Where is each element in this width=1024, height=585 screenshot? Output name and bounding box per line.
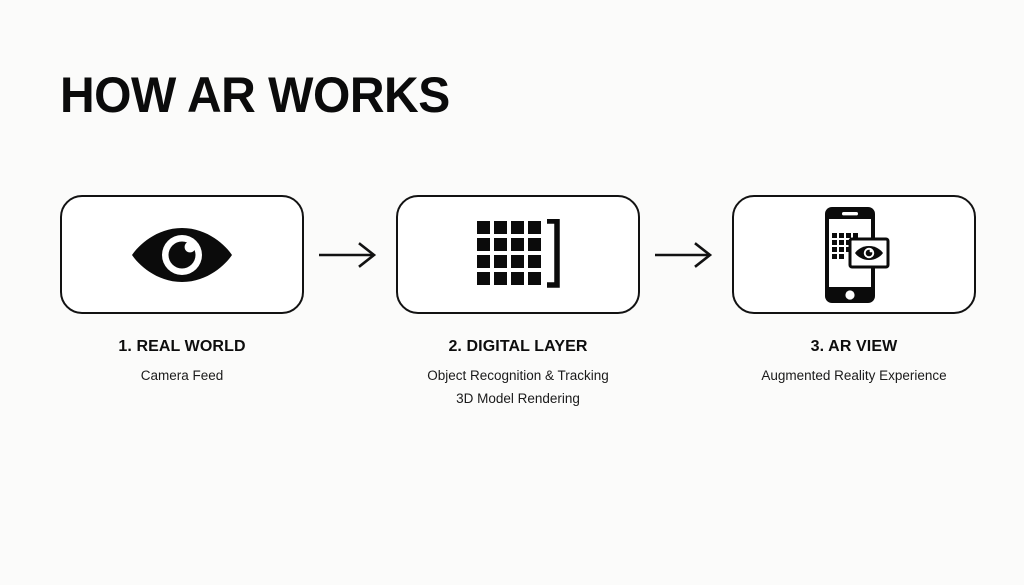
step-caption-3: 3. AR VIEW Augmented Reality Experience [732, 338, 976, 386]
flow-step-real-world: 1. REAL WORLD Camera Feed [60, 195, 304, 386]
step-subtitle-2-line-1: Object Recognition & Tracking [427, 368, 609, 383]
flow-connector-2 [640, 195, 732, 314]
step-title-3: 3. AR VIEW [810, 338, 898, 355]
ar-flow-diagram: 1. REAL WORLD Camera Feed [60, 195, 976, 425]
step-subtitle-2-line-2: 3D Model Rendering [456, 391, 580, 406]
eye-icon [130, 222, 234, 288]
flow-connector-1 [304, 195, 396, 314]
step-caption-1: 1. REAL WORLD Camera Feed [60, 338, 304, 386]
step-card-1 [60, 195, 304, 314]
flow-step-ar-view: 3. AR VIEW Augmented Reality Experience [732, 195, 976, 386]
phone-ar-overlay-icon [817, 206, 891, 304]
digital-grid-bracket-icon [475, 218, 561, 291]
page-title: HOW AR WORKS [60, 67, 450, 123]
step-subtitle-3-line-1: Augmented Reality Experience [761, 368, 947, 383]
step-subtitle-1-line-1: Camera Feed [140, 368, 224, 383]
step-caption-2: 2. DIGITAL LAYER Object Recognition & Tr… [396, 338, 640, 409]
step-card-3 [732, 195, 976, 314]
arrow-right-icon [319, 241, 381, 269]
arrow-right-icon [655, 241, 717, 269]
step-title-1: 1. REAL WORLD [118, 338, 246, 355]
step-title-2: 2. DIGITAL LAYER [448, 338, 588, 355]
step-card-2 [396, 195, 640, 314]
flow-step-digital-layer: 2. DIGITAL LAYER Object Recognition & Tr… [396, 195, 640, 409]
